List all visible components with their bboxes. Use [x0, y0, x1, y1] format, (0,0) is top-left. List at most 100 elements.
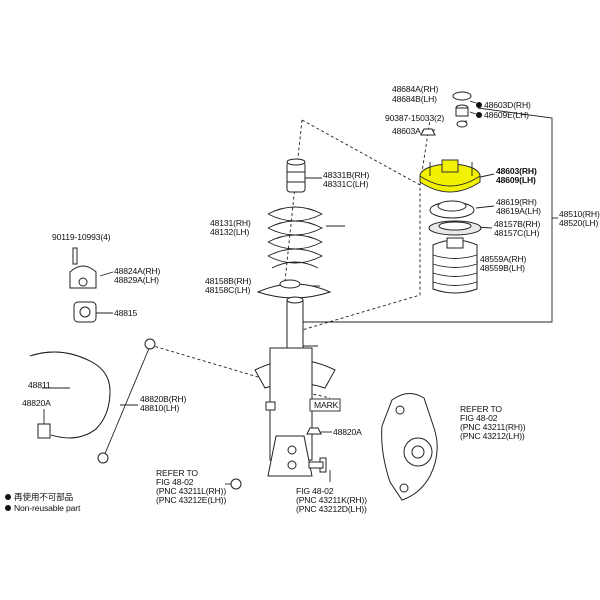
- svg-text:48520(LH): 48520(LH): [559, 218, 599, 228]
- label-48684a: 48684A(RH): [392, 84, 439, 94]
- label-48815: 48815: [114, 308, 138, 318]
- strut-absorber: [254, 296, 336, 477]
- legend-jp: 再使用不可部品: [14, 491, 73, 502]
- ref-c-line2: FIG 48-02: [460, 413, 498, 423]
- label-90119: 90119-10993(4): [52, 232, 111, 242]
- svg-text:(PNC 43211L(RH)): (PNC 43211L(RH)): [156, 486, 226, 496]
- ref-b-line3: (PNC 43212D(LH)): [296, 504, 367, 514]
- svg-text:90119-10993(4): 90119-10993(4): [52, 232, 111, 242]
- ref-c-line4: (PNC 43212(LH)): [460, 431, 525, 441]
- svg-text:48815: 48815: [114, 308, 138, 318]
- svg-text:48331C(LH): 48331C(LH): [323, 179, 369, 189]
- label-48559b: 48559B(LH): [480, 263, 525, 273]
- legend: 再使用不可部品 Non-reusable part: [14, 491, 81, 513]
- stabilizer-link: [97, 338, 156, 464]
- svg-text:48157C(LH): 48157C(LH): [494, 228, 540, 238]
- svg-text:48609E(LH): 48609E(LH): [484, 110, 529, 120]
- coil-spring: [267, 206, 323, 269]
- svg-text:(PNC 43211(RH)): (PNC 43211(RH)): [460, 422, 526, 432]
- svg-text:48820B(RH): 48820B(RH): [140, 394, 187, 404]
- svg-text:48158C(LH): 48158C(LH): [205, 285, 251, 295]
- bearing-insulator-bumper: [428, 200, 482, 294]
- svg-text:48609(LH): 48609(LH): [496, 175, 536, 185]
- svg-text:REFER TO: REFER TO: [460, 404, 502, 414]
- svg-text:Non-reusable part: Non-reusable part: [14, 503, 81, 513]
- label-48619: 48619(RH): [496, 197, 537, 207]
- svg-text:48158B(RH): 48158B(RH): [205, 276, 252, 286]
- label-48619a: 48619A(LH): [496, 206, 541, 216]
- svg-text:90387-15033(2): 90387-15033(2): [385, 113, 444, 123]
- ref-b-line1: FIG 48-02: [296, 486, 334, 496]
- ref-c-line3: (PNC 43211(RH)): [460, 422, 526, 432]
- svg-text:REFER TO: REFER TO: [156, 468, 198, 478]
- spring-bumper: [286, 158, 306, 193]
- label-48132: 48132(LH): [210, 227, 250, 237]
- label-48820b: 48820B(RH): [140, 394, 187, 404]
- steering-knuckle: [381, 393, 438, 501]
- svg-text:48559B(LH): 48559B(LH): [480, 263, 525, 273]
- svg-text:(PNC 43212E(LH)): (PNC 43212E(LH)): [156, 495, 226, 505]
- svg-text:48820A: 48820A: [22, 398, 51, 408]
- label-48331c: 48331C(LH): [323, 179, 369, 189]
- label-48331b: 48331B(RH): [323, 170, 370, 180]
- svg-text:48603D(RH): 48603D(RH): [484, 100, 531, 110]
- label-48603d: 48603D(RH): [484, 100, 531, 110]
- part-labels: 48684A(RH) 48684B(LH) 90387-15033(2) 486…: [22, 84, 600, 514]
- stabilizer-bar: [29, 247, 111, 439]
- mark-box: [309, 398, 341, 412]
- svg-text:FIG 48-02: FIG 48-02: [296, 486, 334, 496]
- svg-text:48603(RH): 48603(RH): [496, 166, 537, 176]
- label-48820a-right: 48820A: [333, 427, 362, 437]
- label-48131: 48131(RH): [210, 218, 251, 228]
- label-48603: 48603(RH): [496, 166, 537, 176]
- svg-text:48684A(RH): 48684A(RH): [392, 84, 439, 94]
- svg-text:48824A(RH): 48824A(RH): [114, 266, 161, 276]
- svg-text:48510(RH): 48510(RH): [559, 209, 600, 219]
- upper-nut-washer: [420, 91, 472, 136]
- svg-text:FIG 48-02: FIG 48-02: [156, 477, 194, 487]
- fasteners: [230, 427, 327, 490]
- label-48820a-left: 48820A: [22, 398, 51, 408]
- svg-text:48131(RH): 48131(RH): [210, 218, 251, 228]
- spring-insulator: [256, 279, 332, 299]
- svg-text:48684B(LH): 48684B(LH): [392, 94, 437, 104]
- label-48603a: 48603A: [392, 126, 421, 136]
- svg-text:(PNC 43211K(RH)): (PNC 43211K(RH)): [296, 495, 367, 505]
- ref-a-line3: (PNC 43211L(RH)): [156, 486, 226, 496]
- label-90387: 90387-15033(2): [385, 113, 444, 123]
- svg-text:(PNC 43212(LH)): (PNC 43212(LH)): [460, 431, 525, 441]
- label-48559a: 48559A(RH): [480, 254, 527, 264]
- svg-text:48603A: 48603A: [392, 126, 421, 136]
- ref-b-line2: (PNC 43211K(RH)): [296, 495, 367, 505]
- label-48510: 48510(RH): [559, 209, 600, 219]
- ref-a-line2: FIG 48-02: [156, 477, 194, 487]
- svg-text:48810(LH): 48810(LH): [140, 403, 180, 413]
- non-reusable-marks: [5, 102, 482, 511]
- label-48158c: 48158C(LH): [205, 285, 251, 295]
- label-48157c: 48157C(LH): [494, 228, 540, 238]
- legend-en: Non-reusable part: [14, 503, 81, 513]
- svg-text:48132(LH): 48132(LH): [210, 227, 250, 237]
- svg-text:48829A(LH): 48829A(LH): [114, 275, 159, 285]
- svg-text:MARK: MARK: [314, 400, 339, 410]
- svg-text:再使用不可部品: 再使用不可部品: [14, 491, 73, 502]
- ref-a-line4: (PNC 43212E(LH)): [156, 495, 226, 505]
- svg-text:48157B(RH): 48157B(RH): [494, 219, 541, 229]
- svg-text:48619A(LH): 48619A(LH): [496, 206, 541, 216]
- ref-a-line1: REFER TO: [156, 468, 198, 478]
- label-mark: MARK: [314, 400, 339, 410]
- svg-text:48331B(RH): 48331B(RH): [323, 170, 370, 180]
- svg-text:48619(RH): 48619(RH): [496, 197, 537, 207]
- svg-text:48820A: 48820A: [333, 427, 362, 437]
- svg-text:(PNC 43212D(LH)): (PNC 43212D(LH)): [296, 504, 367, 514]
- svg-text:48559A(RH): 48559A(RH): [480, 254, 527, 264]
- strut-support-highlighted: [419, 159, 481, 193]
- svg-text:FIG 48-02: FIG 48-02: [460, 413, 498, 423]
- label-48157b: 48157B(RH): [494, 219, 541, 229]
- label-48520: 48520(LH): [559, 218, 599, 228]
- svg-text:48811: 48811: [28, 380, 51, 390]
- label-48810: 48810(LH): [140, 403, 180, 413]
- label-48684b: 48684B(LH): [392, 94, 437, 104]
- label-48829a: 48829A(LH): [114, 275, 159, 285]
